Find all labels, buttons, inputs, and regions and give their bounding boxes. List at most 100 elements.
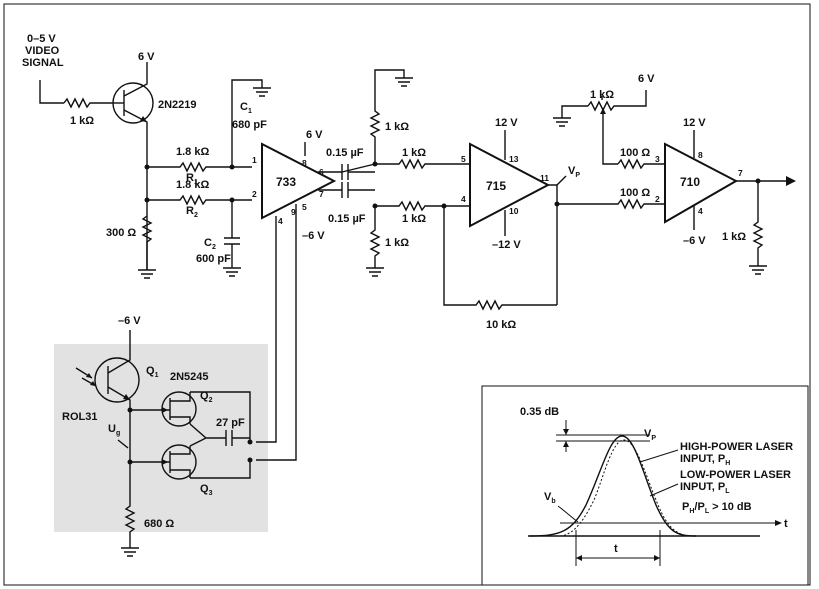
input-label-line3: SIGNAL xyxy=(22,57,64,69)
c2-value: 600 pF xyxy=(196,253,231,265)
amp-715-pin13: 13 xyxy=(509,154,519,164)
r-out-label: 1 kΩ xyxy=(722,231,746,243)
input-label: 0–5 V VIDEO SIGNAL xyxy=(22,33,64,69)
amp-715-pin5: 5 xyxy=(461,154,466,164)
resistor-top-series xyxy=(375,158,470,170)
jfet-part-label: 2N5245 xyxy=(170,371,209,383)
amp-710-label: 710 xyxy=(680,175,700,189)
amp-710-pin4: 4 xyxy=(698,206,703,216)
light-arrows-icon xyxy=(75,367,97,387)
resistor-top-shunt xyxy=(369,69,405,164)
r-load-label: 680 Ω xyxy=(144,518,174,530)
frame-border xyxy=(3,3,811,586)
amp-733-pin5: 5 xyxy=(302,202,307,212)
cap-27pf-label: 27 pF xyxy=(216,417,245,429)
r-b-label: 100 Ω xyxy=(620,187,650,199)
q2-label: Q2 xyxy=(200,390,213,404)
amp-733-pin8: 8 xyxy=(302,158,307,168)
resistor-bottom-shunt xyxy=(369,206,381,268)
r1-name: R1 xyxy=(186,172,198,186)
r-top-shunt-label: 1 kΩ xyxy=(385,121,409,133)
vb-pointer xyxy=(557,505,579,523)
pot-supply-label: 6 V xyxy=(638,73,655,85)
input-label-line1: 0–5 V xyxy=(27,33,56,45)
c1-value: 680 pF xyxy=(232,119,267,131)
vp-label: VP xyxy=(568,165,580,179)
detector-drain-wires xyxy=(190,391,251,479)
resistor-r1 xyxy=(147,161,252,173)
hi-label-line1: HIGH-POWER LASER xyxy=(680,441,793,453)
c2-name: C2 xyxy=(204,237,216,251)
input-resistor-label: 1 kΩ xyxy=(70,115,94,127)
resistor-r2 xyxy=(147,194,252,206)
input-wire xyxy=(39,80,64,104)
amp-733 xyxy=(261,142,337,220)
r2-value: 1.8 kΩ xyxy=(176,179,209,191)
hi-label-line2: INPUT, PH xyxy=(680,453,730,467)
resistor-feedback xyxy=(443,206,557,311)
amp-715-vneg: –12 V xyxy=(492,239,521,251)
resistor-bot-series xyxy=(375,200,470,212)
amp-710 xyxy=(664,142,739,224)
pulse-high-power xyxy=(529,435,697,537)
potentiometer xyxy=(587,100,620,112)
detector-cap-wires xyxy=(189,423,250,447)
amp-710-pin7: 7 xyxy=(738,168,743,178)
pot-wiper-wire xyxy=(602,108,618,165)
amp-733-label: 733 xyxy=(276,175,296,189)
amp-710-vneg: –6 V xyxy=(683,235,706,247)
output-arrow-icon xyxy=(786,176,796,186)
db-mark-label: 0.35 dB xyxy=(520,406,559,418)
q1-label: Q1 xyxy=(146,365,159,379)
ground-300 xyxy=(138,269,156,279)
pot-supply-wire xyxy=(620,90,647,107)
ground-bottom xyxy=(366,267,384,277)
hi-pointer xyxy=(639,449,679,463)
resistor-710-b xyxy=(557,198,665,210)
lo-pointer xyxy=(649,483,679,497)
q-in-part-label: 2N2219 xyxy=(158,99,197,111)
ground-710-out xyxy=(749,265,767,275)
jfet-q3 xyxy=(130,444,197,480)
amp-715-pin10: 10 xyxy=(509,206,519,216)
pulse-low-power xyxy=(559,439,691,537)
r-bot-series-label: 1 kΩ xyxy=(402,213,426,225)
phototransistor-q1 xyxy=(94,352,140,410)
r-shunt-label: 300 Ω xyxy=(106,227,136,239)
amp-715-pin11: 11 xyxy=(540,173,549,183)
amp-715 xyxy=(469,142,551,228)
q3-label: Q3 xyxy=(200,483,213,497)
ground-680 xyxy=(121,547,139,557)
capacitor-bottom xyxy=(341,182,349,198)
ratio-label: PH/PL > 10 dB xyxy=(682,501,752,515)
pulse-vp-label: VP xyxy=(644,428,656,442)
c1-name: C1 xyxy=(240,101,252,115)
pulse-inset-box xyxy=(481,385,809,586)
lo-label-line2: INPUT, PL xyxy=(680,481,730,495)
resistor-710-a xyxy=(617,158,665,170)
detector-supply-label: –6 V xyxy=(118,315,141,327)
amp-715-vpos: 12 V xyxy=(495,117,518,129)
amp-733-vneg: –6 V xyxy=(302,230,325,242)
r2-name: R2 xyxy=(186,205,198,219)
r-top-series-label: 1 kΩ xyxy=(402,147,426,159)
pot-ground-wire xyxy=(561,105,588,118)
transistor-2n2219 xyxy=(112,62,154,160)
q-in-supply-label: 6 V xyxy=(138,51,155,63)
r1-value: 1.8 kΩ xyxy=(176,146,209,158)
r-a-label: 100 Ω xyxy=(620,147,650,159)
resistor-680 xyxy=(124,500,136,548)
pulse-width-marker xyxy=(575,530,661,566)
amp-715-pin4: 4 xyxy=(461,194,466,204)
input-resistor xyxy=(63,97,112,109)
pot-ground xyxy=(553,117,571,127)
wire-pin9-to-detector xyxy=(256,216,297,461)
ug-pointer xyxy=(117,439,129,449)
q1-part-label: ROL31 xyxy=(62,411,97,423)
amp-733-pin1: 1 xyxy=(252,155,257,165)
amp-710-pin8: 8 xyxy=(698,150,703,160)
amp-733-pin2: 2 xyxy=(252,189,257,199)
lo-label-line1: LOW-POWER LASER xyxy=(680,469,791,481)
